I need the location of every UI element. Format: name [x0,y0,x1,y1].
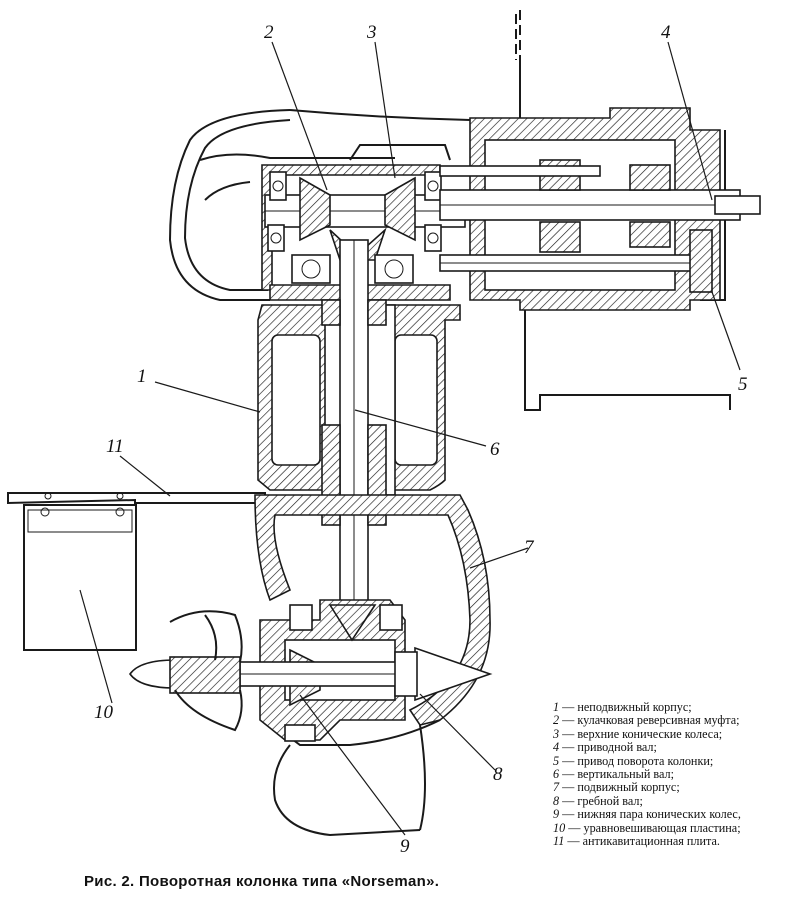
vertical-shaft [321,239,387,661]
legend-item: 2 — кулачковая реверсивная муфта; [553,713,740,728]
legend-item: 8 — гребной вал; [553,793,643,808]
legend-item: 6 — вертикальный вал; [553,767,674,782]
drive-shaft-and-steering-housing [439,107,761,311]
movable-housing [254,494,491,837]
callout-3: 3 [366,22,377,43]
upper-gear-housing [261,144,466,301]
callout-9: 9 [400,836,410,857]
callout-8: 8 [493,764,503,785]
parts-legend: 1 — неподвижный корпус; 2 — кулачковая р… [553,700,769,849]
legend-item: 9 — нижняя пара конических колес, [553,807,741,822]
callout-4: 4 [661,22,671,43]
balancing-plate [23,504,137,651]
propeller-shaft [129,646,493,702]
legend-item: 3 — верхние конические колеса; [553,726,723,741]
legend-item: 7 — подвижный корпус; [553,780,680,795]
legend-item: 4 — приводной вал; [553,740,657,755]
legend-item: 1 — неподвижный корпус; [553,700,692,714]
legend-item: 10 — уравновешивающая пластина; [553,820,741,835]
callout-1: 1 [137,366,147,387]
callout-5: 5 [738,374,748,395]
callout-7: 7 [524,537,535,558]
callout-11: 11 [106,436,124,457]
legend-item: 5 — привод поворота колонки; [553,753,714,768]
upper-cowling [168,109,471,301]
callout-10: 10 [94,702,114,723]
figure-caption: Рис. 2. Поворотная колонка типа «Norsema… [84,873,440,890]
propeller-blades [169,610,243,732]
legend-item: 11 — антикавитационная плита. [553,834,720,849]
leader-lines [79,41,741,836]
callout-numbers: 2 3 4 5 1 6 11 7 10 8 9 [94,22,748,857]
callout-6: 6 [490,439,500,460]
anti-cavitation-plate [7,492,266,505]
callout-2: 2 [264,22,274,43]
